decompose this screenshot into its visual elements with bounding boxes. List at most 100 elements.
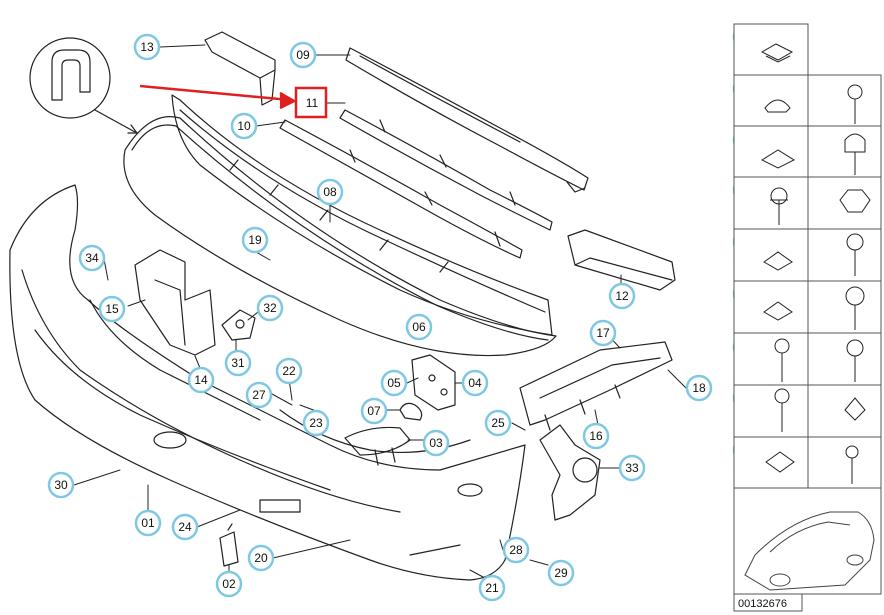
callout-ring	[302, 409, 330, 437]
callout-16: 16	[582, 422, 610, 450]
callout-label: 32	[263, 301, 277, 315]
highlight-box	[294, 86, 328, 119]
callout-27: 27	[245, 381, 273, 409]
callout-ring	[608, 282, 636, 310]
callout-ring	[275, 357, 303, 385]
part-bracket-16-17	[519, 341, 673, 431]
callout-label: 08	[323, 185, 337, 199]
callout-label: 18	[692, 381, 706, 395]
part-clip-02	[219, 523, 239, 567]
callout-32: 32	[256, 294, 284, 322]
part-bracket-33	[539, 424, 601, 521]
callout-24: 24	[171, 513, 199, 541]
callout-label: 04	[468, 376, 482, 390]
callout-ring	[241, 226, 269, 254]
callout-label: 23	[309, 416, 323, 430]
callout-29: 29	[547, 559, 575, 587]
callout-label: 20	[254, 551, 268, 565]
callout-label: 17	[596, 326, 610, 340]
callout-07: 07	[360, 397, 388, 425]
callout-label: 13	[140, 40, 154, 54]
callout-ring	[582, 422, 610, 450]
callout-ring	[547, 559, 575, 587]
callout-21: 21	[478, 574, 506, 602]
callout-12: 12	[608, 282, 636, 310]
callout-ring	[478, 574, 506, 602]
callout-ring	[230, 112, 258, 140]
callout-22: 22	[275, 357, 303, 385]
callout-01: 01	[134, 509, 162, 537]
callout-label: 09	[296, 48, 310, 62]
callout-ring	[360, 397, 388, 425]
document-number: 00132676	[738, 598, 787, 610]
callout-ring	[589, 319, 617, 347]
callout-ring	[685, 374, 713, 402]
callout-label: 22	[282, 364, 296, 378]
callout-label: 12	[615, 289, 629, 303]
callout-ring	[187, 366, 215, 394]
callout-10: 10	[230, 112, 258, 140]
callout-ring	[47, 471, 75, 499]
seal-detail-inset	[29, 37, 138, 134]
callout-label: 07	[367, 404, 381, 418]
callout-label: 16	[589, 429, 603, 443]
callout-31: 31	[224, 349, 252, 377]
callout-14: 14	[187, 366, 215, 394]
part-carrier-rail	[171, 94, 553, 336]
callout-ring	[502, 536, 530, 564]
callout-ring	[247, 544, 275, 572]
callout-label: 30	[54, 478, 68, 492]
callout-09: 09	[289, 41, 317, 69]
callout-label: 14	[194, 373, 208, 387]
callout-ring	[289, 41, 317, 69]
callout-label-highlighted: 11	[306, 96, 319, 110]
callout-23: 23	[302, 409, 330, 437]
callout-ring	[380, 369, 408, 397]
callout-ring	[98, 295, 126, 323]
part-bracket-12	[567, 229, 676, 291]
part-seal-strip	[123, 116, 557, 357]
callout-02: 02	[215, 570, 243, 598]
callout-ring	[224, 349, 252, 377]
callout-13: 13	[133, 33, 161, 61]
callout-label: 05	[387, 376, 401, 390]
bumper-assembly-drawing	[9, 31, 687, 581]
callout-ring	[618, 454, 646, 482]
callout-ring	[405, 313, 433, 341]
callout-ring	[484, 409, 512, 437]
part-trim-strip-11	[339, 109, 553, 231]
callout-label: 33	[625, 461, 639, 475]
callout-label: 02	[222, 577, 236, 591]
callout-05: 05	[380, 369, 408, 397]
callout-label: 27	[252, 388, 266, 402]
callout-label: 19	[248, 233, 262, 247]
part-clip-07	[399, 402, 423, 421]
callout-04: 04	[461, 369, 489, 397]
part-side-bracket-14	[134, 249, 216, 356]
callout-15: 15	[98, 295, 126, 323]
callout-17: 17	[589, 319, 617, 347]
callout-ring	[133, 33, 161, 61]
callout-ring	[316, 178, 344, 206]
callout-label: 29	[554, 566, 568, 580]
part-clip-31	[221, 309, 256, 341]
callout-20: 20	[247, 544, 275, 572]
callout-label: 34	[85, 251, 99, 265]
callout-03: 03	[422, 429, 450, 457]
callout-ring	[215, 570, 243, 598]
callout-ring	[422, 429, 450, 457]
car-silhouette-icon	[744, 511, 875, 591]
callout-ring	[461, 369, 489, 397]
part-trim-strip-10	[279, 119, 523, 259]
part-bracket-13	[204, 31, 276, 106]
callout-label: 01	[141, 516, 155, 530]
leader-lines	[73, 44, 687, 578]
callout-28: 28	[502, 536, 530, 564]
callout-label: 10	[237, 119, 251, 133]
callout-label: 25	[491, 416, 505, 430]
fastener-panel: 00132676	[733, 23, 882, 612]
callout-33: 33	[618, 454, 646, 482]
callout-label: 21	[485, 581, 499, 595]
